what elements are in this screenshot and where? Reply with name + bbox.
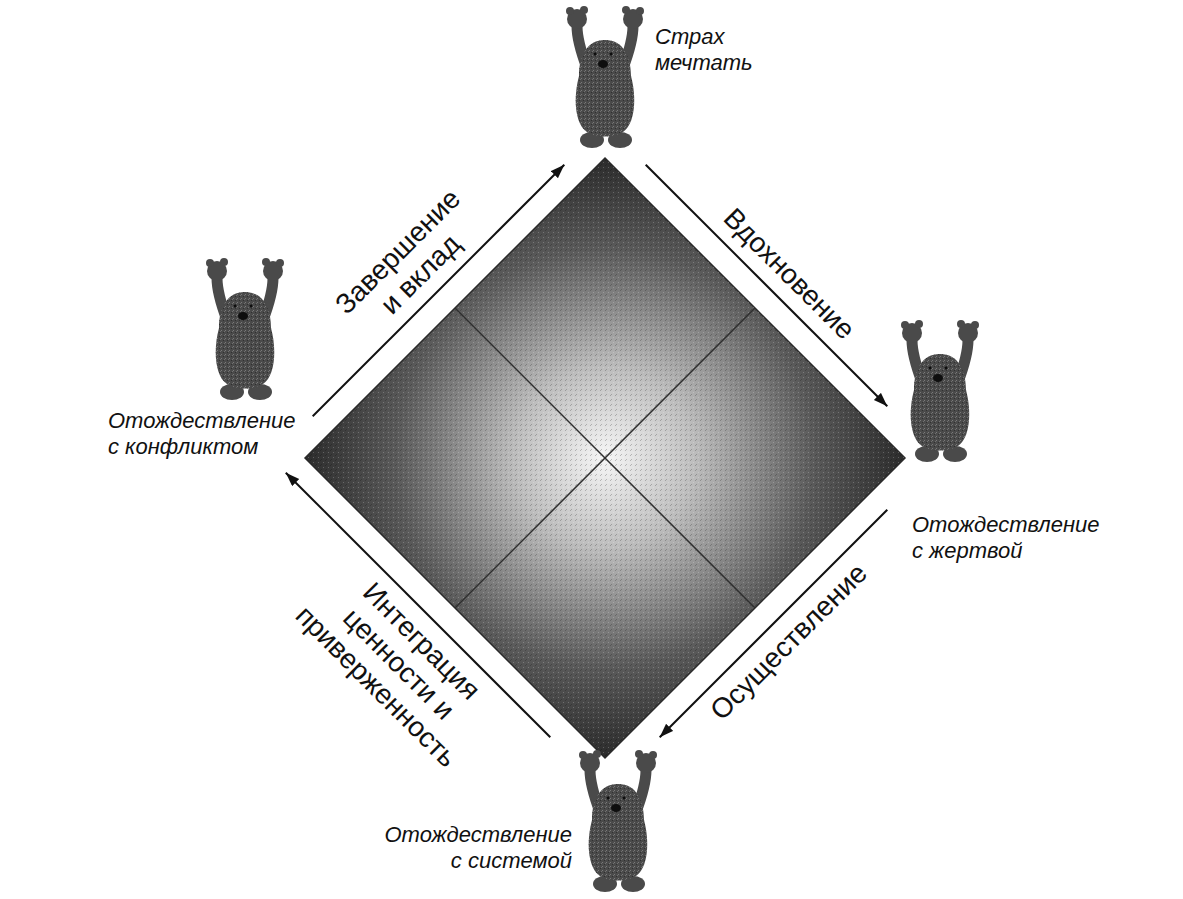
stage-label: Отождествление с системой <box>380 822 572 874</box>
creature-figure <box>579 750 657 892</box>
creature-figure <box>566 6 644 148</box>
creature-figure <box>206 258 284 400</box>
stage-node: Отождествление с системой <box>380 750 658 896</box>
divider-line <box>455 308 755 608</box>
stage-node: Отождествление с конфликтом <box>108 258 300 460</box>
transition-label: Завершение и вклад <box>328 181 492 345</box>
divider-line <box>455 308 755 608</box>
transition-label: Осуществление <box>703 556 876 729</box>
stage-label: Отождествление с жертвой <box>912 512 1104 564</box>
stage-label: Страх мечтать <box>655 24 757 76</box>
cycle-arrow <box>660 510 888 738</box>
stage-node: Страх мечтать <box>565 6 757 152</box>
transition-label: Интеграция ценности и приверженность <box>286 553 509 776</box>
stage-label: Отождествление с конфликтом <box>108 408 300 460</box>
transition-label: Вдохновение <box>715 201 862 348</box>
stage-node: Отождествление с жертвой <box>900 320 1104 564</box>
cycle-arrow <box>646 165 888 407</box>
cycle-arrow <box>313 165 565 417</box>
creature-figure <box>901 320 979 462</box>
